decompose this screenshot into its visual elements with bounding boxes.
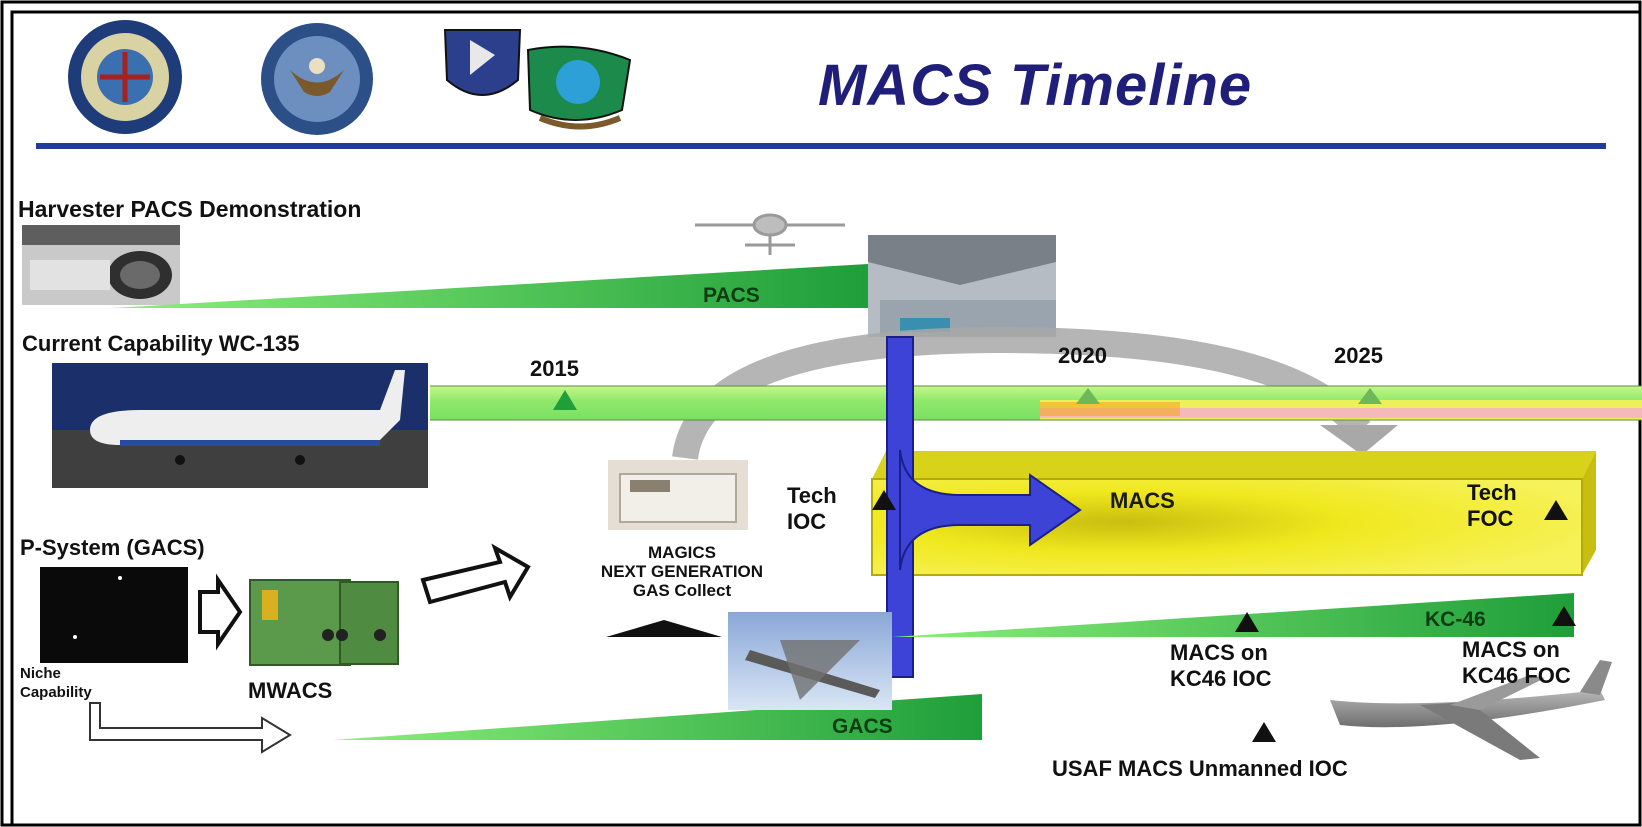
c130-aircraft-photo: [728, 612, 892, 710]
niche-capability-label: Niche Capability: [20, 665, 92, 701]
section-current-capability: Current Capability WC-135: [22, 331, 300, 356]
kc46-aircraft-icon: [1330, 660, 1612, 760]
macs-kc46-ioc-label: MACS on KC46 IOC: [1170, 640, 1272, 691]
magics-label: MAGICS NEXT GENERATION GAS Collect: [600, 543, 764, 600]
mwacs-cabinet-icon: [249, 579, 399, 666]
usaf-unmanned-label: USAF MACS Unmanned IOC: [1052, 756, 1348, 781]
niche-to-gacs-arrow: [89, 702, 292, 754]
tech-foc-label: Tech FOC: [1467, 480, 1517, 531]
year-2020-label: 2020: [1058, 343, 1107, 368]
pacs-bar: [112, 264, 868, 308]
afrl-emblem: [526, 45, 632, 130]
magics-unit-photo: [608, 460, 748, 530]
year-2020-marker: [1076, 388, 1100, 404]
year-2025-marker: [1358, 388, 1382, 404]
macs-kc46-foc-marker: [1552, 606, 1576, 626]
strategic-command-seal: [68, 20, 182, 134]
niche-to-mwacs-arrow: [198, 573, 243, 651]
macs-label: MACS: [1110, 488, 1175, 513]
section-p-system: P-System (GACS): [20, 535, 205, 560]
arc-arrowhead: [1320, 425, 1398, 455]
tech-foc-marker: [1544, 500, 1568, 520]
section-harvester: Harvester PACS Demonstration: [18, 196, 362, 222]
kc46-bar: [892, 593, 1574, 637]
tech-ioc-marker: [872, 490, 896, 510]
tech-ioc-label: Tech IOC: [787, 483, 837, 534]
harvester-engine-photo: [22, 225, 180, 305]
magics-milestone-marker: [606, 620, 722, 637]
pacs-label: PACS: [703, 284, 760, 307]
wc135-aircraft-photo: [52, 363, 428, 488]
header-rule: [36, 143, 1606, 149]
kc46-label: KC-46: [1425, 608, 1486, 631]
c130-tail-photo: [868, 235, 1056, 337]
dod-seal: [261, 23, 373, 135]
year-2015-marker: [553, 390, 577, 410]
niche-capability-photo: [40, 567, 188, 663]
macs-kc46-foc-label: MACS on KC46 FOC: [1462, 637, 1571, 688]
gacs-label: GACS: [832, 715, 893, 738]
page-title: MACS Timeline: [818, 53, 1253, 118]
year-2015-label: 2015: [530, 356, 579, 381]
macs-kc46-ioc-marker: [1235, 612, 1259, 632]
usaf-unmanned-marker: [1252, 722, 1276, 742]
wing-emblem: [443, 29, 522, 96]
mwacs-to-magics-arrow: [420, 543, 531, 605]
timeline-band: [430, 385, 1642, 421]
mwacs-label: MWACS: [248, 678, 333, 703]
reaper-drone-icon: [695, 213, 845, 255]
year-2025-label: 2025: [1334, 343, 1383, 368]
